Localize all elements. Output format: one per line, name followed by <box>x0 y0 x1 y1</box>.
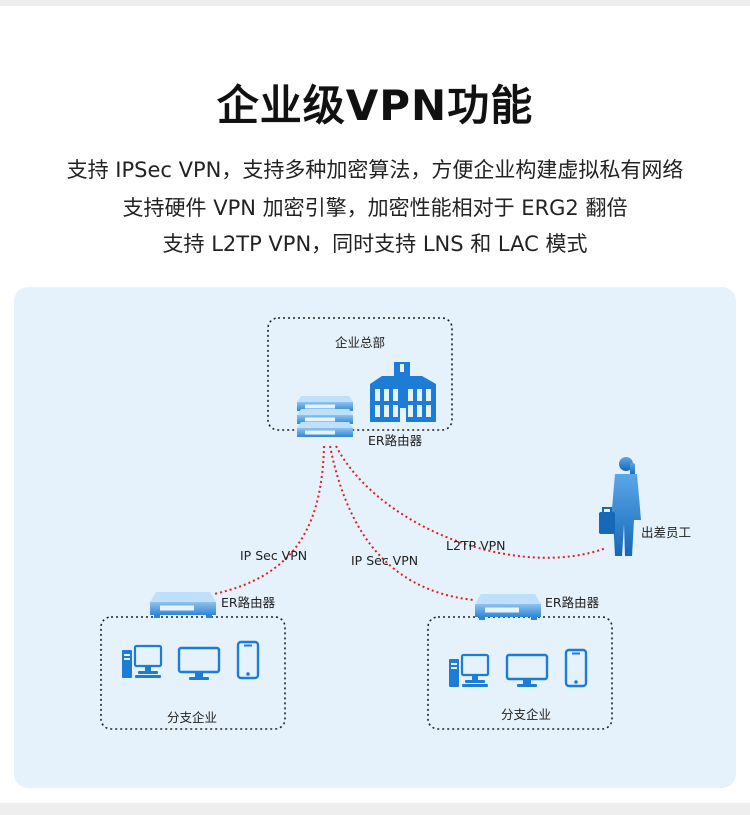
feature-line-hardware: 支持硬件 VPN 加密引擎，加密性能相对于 ERG2 翻倍 <box>122 196 628 220</box>
bottom-divider <box>0 803 750 815</box>
headquarters-building-icon <box>370 362 436 422</box>
link-label-l2tp: L2TP VPN <box>446 538 506 553</box>
hq-router-label: ER路由器 <box>368 433 423 448</box>
branch-left-desktop-icon <box>122 644 163 678</box>
branch-right-router-label: ER路由器 <box>545 595 600 610</box>
branch-left-monitor-icon <box>177 646 221 680</box>
page-title: 企业级VPN功能 <box>216 81 534 130</box>
hq-router-stack-icon <box>297 396 353 437</box>
vpn-link-right <box>329 445 475 601</box>
remote-worker-icon <box>599 457 641 556</box>
remote-worker-label: 出差员工 <box>641 525 691 540</box>
branch-left-router-label: ER路由器 <box>221 595 276 610</box>
headquarters-boundary <box>267 317 453 431</box>
vpn-link-remote <box>335 445 607 559</box>
branch-right-label: 分支企业 <box>501 707 551 722</box>
link-label-ipsec-right: IP Sec VPN <box>351 553 418 568</box>
branch-left-boundary <box>100 616 286 730</box>
feature-line-ipsec: 支持 IPSec VPN，支持多种加密算法，方便企业构建虚拟私有网络 <box>66 158 684 182</box>
link-label-ipsec-left: IP Sec VPN <box>240 548 307 563</box>
headquarters-label: 企业总部 <box>335 335 385 350</box>
branch-left-router-icon <box>150 592 216 618</box>
feature-line-l2tp: 支持 L2TP VPN，同时支持 LNS 和 LAC 模式 <box>162 232 588 256</box>
branch-right-monitor-icon <box>505 653 549 687</box>
branch-left-phone-icon <box>236 640 260 680</box>
branch-right-phone-icon <box>564 648 588 688</box>
vpn-link-left <box>213 445 325 595</box>
branch-right-router-icon <box>475 594 541 620</box>
branch-right-desktop-icon <box>449 653 490 687</box>
top-divider <box>0 0 750 6</box>
branch-left-label: 分支企业 <box>167 710 217 725</box>
